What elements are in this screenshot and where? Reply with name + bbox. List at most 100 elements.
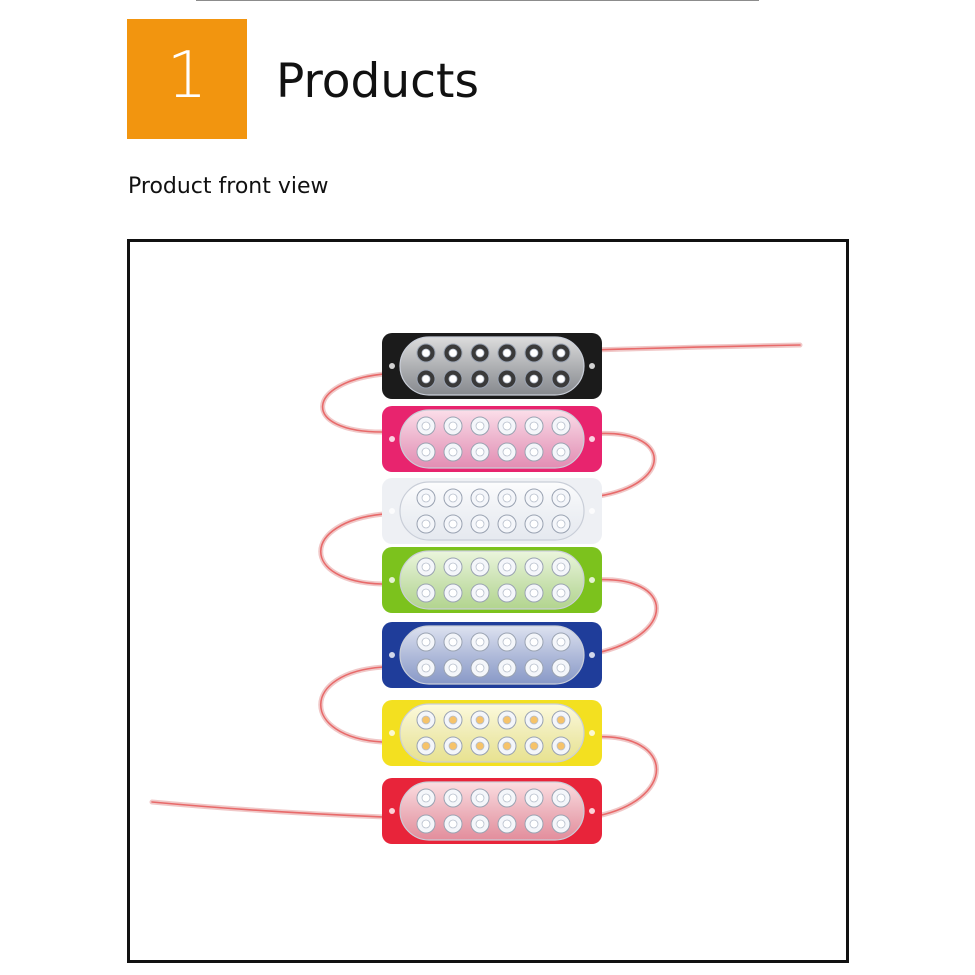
- led-chip: [421, 663, 431, 673]
- led-chip: [502, 374, 512, 384]
- mount-hole: [389, 508, 395, 514]
- led-chip: [448, 447, 458, 457]
- led-chip: [475, 447, 485, 457]
- led-chip: [421, 562, 431, 572]
- mount-hole: [389, 363, 395, 369]
- led-light-bar: [382, 778, 602, 844]
- led-chip: [529, 793, 539, 803]
- mount-hole: [589, 808, 595, 814]
- led-chip: [421, 421, 431, 431]
- led-chip: [448, 715, 458, 725]
- led-chip: [448, 819, 458, 829]
- wire-core: [591, 344, 801, 351]
- top-divider: [196, 0, 759, 1]
- led-chip: [475, 819, 485, 829]
- led-light-bar: [382, 478, 602, 544]
- led-chip: [502, 421, 512, 431]
- mount-hole: [589, 652, 595, 658]
- led-chip: [502, 588, 512, 598]
- led-chip: [421, 741, 431, 751]
- mount-hole: [589, 730, 595, 736]
- led-chip: [448, 663, 458, 673]
- wire-core: [591, 578, 658, 655]
- led-chip: [556, 637, 566, 647]
- mount-hole: [589, 577, 595, 583]
- led-chip: [502, 637, 512, 647]
- led-chip: [448, 348, 458, 358]
- led-chip: [502, 562, 512, 572]
- led-chip: [502, 519, 512, 529]
- led-chip: [475, 741, 485, 751]
- led-chip: [556, 519, 566, 529]
- wire: [320, 371, 387, 435]
- led-chip: [529, 493, 539, 503]
- led-chip: [421, 588, 431, 598]
- led-chip: [448, 637, 458, 647]
- led-chip: [529, 819, 539, 829]
- product-photo-frame: [127, 239, 849, 963]
- led-chip: [502, 663, 512, 673]
- led-chip: [448, 519, 458, 529]
- led-chip: [421, 793, 431, 803]
- mount-hole: [389, 730, 395, 736]
- mount-hole: [389, 577, 395, 583]
- led-chip: [475, 519, 485, 529]
- led-chip: [475, 588, 485, 598]
- led-chip: [556, 663, 566, 673]
- led-chip: [448, 588, 458, 598]
- led-chip: [556, 793, 566, 803]
- led-chip: [556, 374, 566, 384]
- led-chip: [556, 741, 566, 751]
- led-chip: [556, 715, 566, 725]
- led-chip: [448, 421, 458, 431]
- section-number: 1: [166, 39, 208, 113]
- led-chip: [475, 715, 485, 725]
- led-chip: [502, 447, 512, 457]
- mount-hole: [389, 436, 395, 442]
- wire: [318, 664, 387, 745]
- led-chip: [502, 715, 512, 725]
- led-chip: [421, 493, 431, 503]
- led-chip: [421, 819, 431, 829]
- led-chip: [529, 715, 539, 725]
- led-chip: [421, 519, 431, 529]
- led-chip: [502, 793, 512, 803]
- led-chip: [529, 663, 539, 673]
- led-chip: [475, 421, 485, 431]
- led-chip: [448, 374, 458, 384]
- led-chip: [556, 493, 566, 503]
- wire-core: [319, 666, 385, 743]
- led-chip: [529, 447, 539, 457]
- mount-hole: [389, 652, 395, 658]
- led-chip: [421, 637, 431, 647]
- led-chip: [475, 637, 485, 647]
- mount-hole: [589, 508, 595, 514]
- wire-core: [591, 736, 658, 818]
- led-light-bar: [382, 547, 602, 613]
- led-chip: [475, 493, 485, 503]
- led-chip: [475, 562, 485, 572]
- led-chip: [475, 793, 485, 803]
- wire-core: [319, 513, 385, 585]
- led-chip: [529, 637, 539, 647]
- led-chip: [556, 819, 566, 829]
- led-chip: [448, 793, 458, 803]
- section-title: Products: [276, 54, 479, 109]
- led-chip: [556, 588, 566, 598]
- section-number-badge: 1: [127, 19, 247, 139]
- wire-group: [149, 342, 803, 820]
- led-chip: [556, 562, 566, 572]
- led-light-bar: [382, 700, 602, 766]
- led-chip: [556, 348, 566, 358]
- wire-core: [321, 373, 385, 433]
- led-chip: [421, 447, 431, 457]
- led-chip: [529, 562, 539, 572]
- led-chip: [529, 741, 539, 751]
- led-light-bar: [382, 333, 602, 399]
- mount-hole: [589, 363, 595, 369]
- led-chip: [502, 741, 512, 751]
- wire: [318, 511, 387, 587]
- led-chip: [556, 421, 566, 431]
- led-chip: [475, 663, 485, 673]
- led-light-bar: [382, 622, 602, 688]
